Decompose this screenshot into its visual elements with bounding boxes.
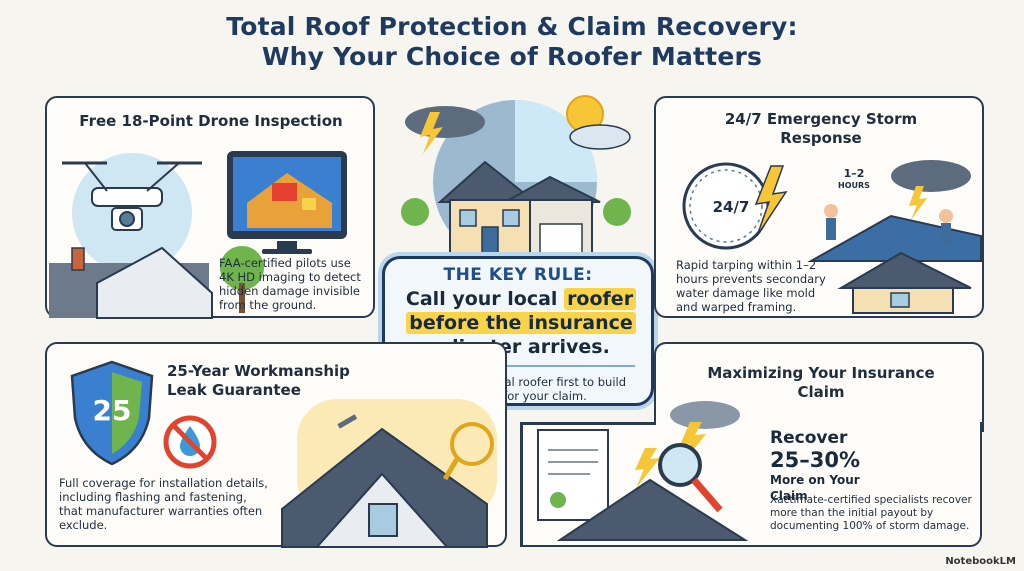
key-rule-callout: THE KEY RULE: Call your local roofer bef… [382, 256, 654, 406]
workers-house-illustration [837, 251, 972, 314]
claim-description: Xactimate-certified specialists recover … [770, 494, 972, 532]
claim-heading: Maximizing Your Insurance Claim [707, 364, 935, 401]
key-rule-label: THE KEY RULE: [443, 265, 593, 285]
shield-icon [70, 360, 154, 466]
storm-response-panel: 24/7 Emergency Storm Response 24/7 1–2 H… [654, 96, 984, 318]
drone-inspection-panel: Free 18-Point Drone Inspection FAA-certi… [45, 96, 375, 319]
storm-heading: 24/7 Emergency Storm Response [724, 110, 918, 147]
page-title: Total Roof Protection & Claim Recovery: … [0, 12, 1024, 72]
storm-illustration [682, 160, 982, 262]
hours-badge: 1–2 HOURS [836, 168, 872, 192]
no-leak-icon [163, 415, 217, 469]
key-rule-pre: Call your local [405, 288, 565, 310]
brand-watermark: NotebookLM [945, 556, 1016, 567]
house-storm-illustration [401, 95, 631, 264]
storm-description: Rapid tarping within 1–2 hours prevents … [676, 258, 826, 314]
recover-stat: Recover 25–30% More on Your Claim [770, 428, 900, 504]
title-line-1: Total Roof Protection & Claim Recovery: [226, 12, 798, 41]
recover-suffix: More on Your Claim [770, 473, 860, 503]
guarantee-heading: 25-Year Workmanship Leak Guarantee [167, 362, 350, 399]
claim-illustration [537, 401, 749, 541]
claim-panel-edge [520, 422, 656, 425]
clock-label: 24/7 [712, 198, 750, 216]
guarantee-panel: 25-Year Workmanship Leak Guarantee 25 Fu… [45, 342, 507, 548]
recover-label: Recover [770, 428, 848, 448]
drone-illustration [49, 151, 347, 319]
guarantee-description: Full coverage for installation details, … [59, 476, 268, 532]
drone-description: FAA-certified pilots use 4K HD imaging t… [219, 256, 361, 312]
key-rule-statement: Call your local roofer before the insura… [391, 287, 651, 359]
key-rule-divider [405, 365, 635, 367]
key-rule-highlight-2: before the insurance [406, 312, 636, 334]
hours-value: 1–2 [843, 167, 865, 180]
key-rule-highlight-1: roofer [564, 288, 637, 310]
title-line-2: Why Your Choice of Roofer Matters [261, 42, 763, 71]
recover-value: 25–30% [770, 448, 860, 472]
drone-heading: Free 18-Point Drone Inspection [79, 112, 343, 130]
hours-unit: HOURS [838, 181, 870, 190]
shield-number: 25 [92, 394, 132, 427]
claim-panel-edge-left [520, 422, 523, 547]
roof-flashing-illustration [281, 399, 497, 548]
